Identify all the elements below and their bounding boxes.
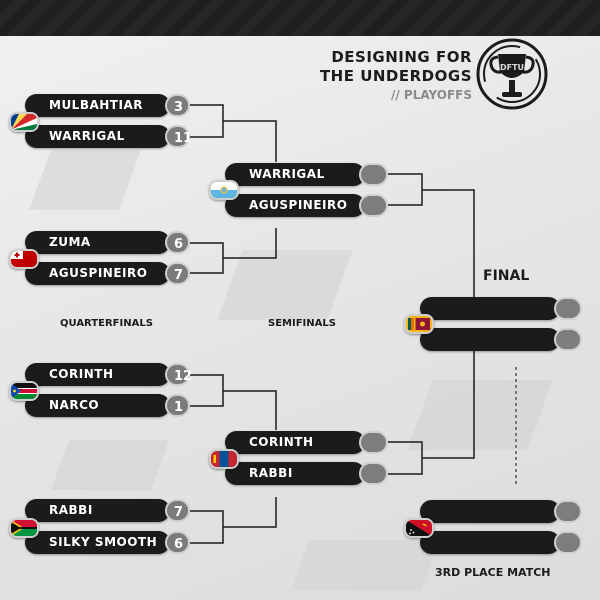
seychelles-flag-icon [9,112,39,132]
team-pill [25,363,170,386]
match-row[interactable]: MULBAHTIAR 3 [25,94,190,117]
score-box: 7 [165,262,190,285]
match-row[interactable] [420,531,582,554]
team-pill [25,125,170,148]
team-name: CORINTH [49,367,114,381]
sri-lanka-flag-icon [404,314,434,334]
match-row[interactable] [420,500,582,523]
match-row[interactable]: AGUSPINEIRO [225,194,388,217]
logo-text: DFTU [500,63,524,72]
match-row[interactable]: RABBI [225,462,388,485]
team-name: AGUSPINEIRO [249,198,348,212]
score-box [359,194,388,217]
score-box [359,462,388,485]
trophy-logo-icon: DFTU [476,38,548,110]
team-pill [420,297,560,320]
team-name: RABBI [49,503,93,517]
match-row[interactable]: NARCO 1 [25,394,190,417]
score-box [554,297,582,320]
team-name: SILKY SMOOTH [49,535,158,549]
score-box: 3 [165,94,190,117]
score-box [554,531,582,554]
mongolia-flag-icon [209,449,239,469]
score-box [554,500,582,523]
san-marino-flag-icon [209,180,239,200]
team-pill [25,94,170,117]
semifinals-label: SEMIFINALS [268,318,336,329]
match-row[interactable] [420,297,582,320]
team-name: RABBI [249,466,293,480]
title-line-1: DESIGNING FOR [331,48,472,66]
team-pill [25,231,170,254]
top-banner [0,0,600,36]
tonga-flag-icon [9,249,39,269]
score-box: 12 [165,363,192,386]
team-pill [225,194,365,217]
team-pill [225,431,365,454]
team-pill [420,531,560,554]
team-name: WARRIGAL [49,129,125,143]
match-row[interactable]: RABBI 7 [25,499,190,522]
team-name: MULBAHTIAR [49,98,143,112]
quarterfinals-label: QUARTERFINALS [60,318,153,329]
title-line-2: THE UNDERDOGS [319,67,472,85]
team-pill [25,531,170,554]
match-row[interactable] [420,328,582,351]
score-box: 6 [165,231,190,254]
final-label: FINAL [483,268,530,284]
team-name: ZUMA [49,235,91,249]
team-name: WARRIGAL [249,167,325,181]
third-place-label: 3RD PLACE MATCH [435,566,551,579]
score-box [359,431,388,454]
south-sudan-flag-icon [9,381,39,401]
papua-new-guinea-flag-icon [404,518,434,538]
team-name: CORINTH [249,435,314,449]
vanuatu-flag-icon [9,518,39,538]
team-pill [420,328,560,351]
match-row[interactable]: CORINTH [225,431,388,454]
match-row[interactable]: AGUSPINEIRO 7 [25,262,190,285]
score-box: 6 [165,531,190,554]
match-row[interactable]: WARRIGAL [225,163,388,186]
subtitle: // PLAYOFFS [390,88,472,102]
match-row[interactable]: CORINTH 12 [25,363,192,386]
team-pill [420,500,560,523]
match-row[interactable]: WARRIGAL 11 [25,125,192,148]
match-row[interactable]: SILKY SMOOTH 6 [25,531,190,554]
team-pill [25,262,170,285]
match-row[interactable]: ZUMA 6 [25,231,190,254]
team-name: NARCO [49,398,100,412]
score-box: 7 [165,499,190,522]
team-pill [25,499,170,522]
score-box [554,328,582,351]
team-pill [225,163,365,186]
score-box [359,163,388,186]
team-name: AGUSPINEIRO [49,266,148,280]
team-pill [25,394,170,417]
score-box: 11 [165,125,192,148]
score-box: 1 [165,394,190,417]
team-pill [225,462,365,485]
